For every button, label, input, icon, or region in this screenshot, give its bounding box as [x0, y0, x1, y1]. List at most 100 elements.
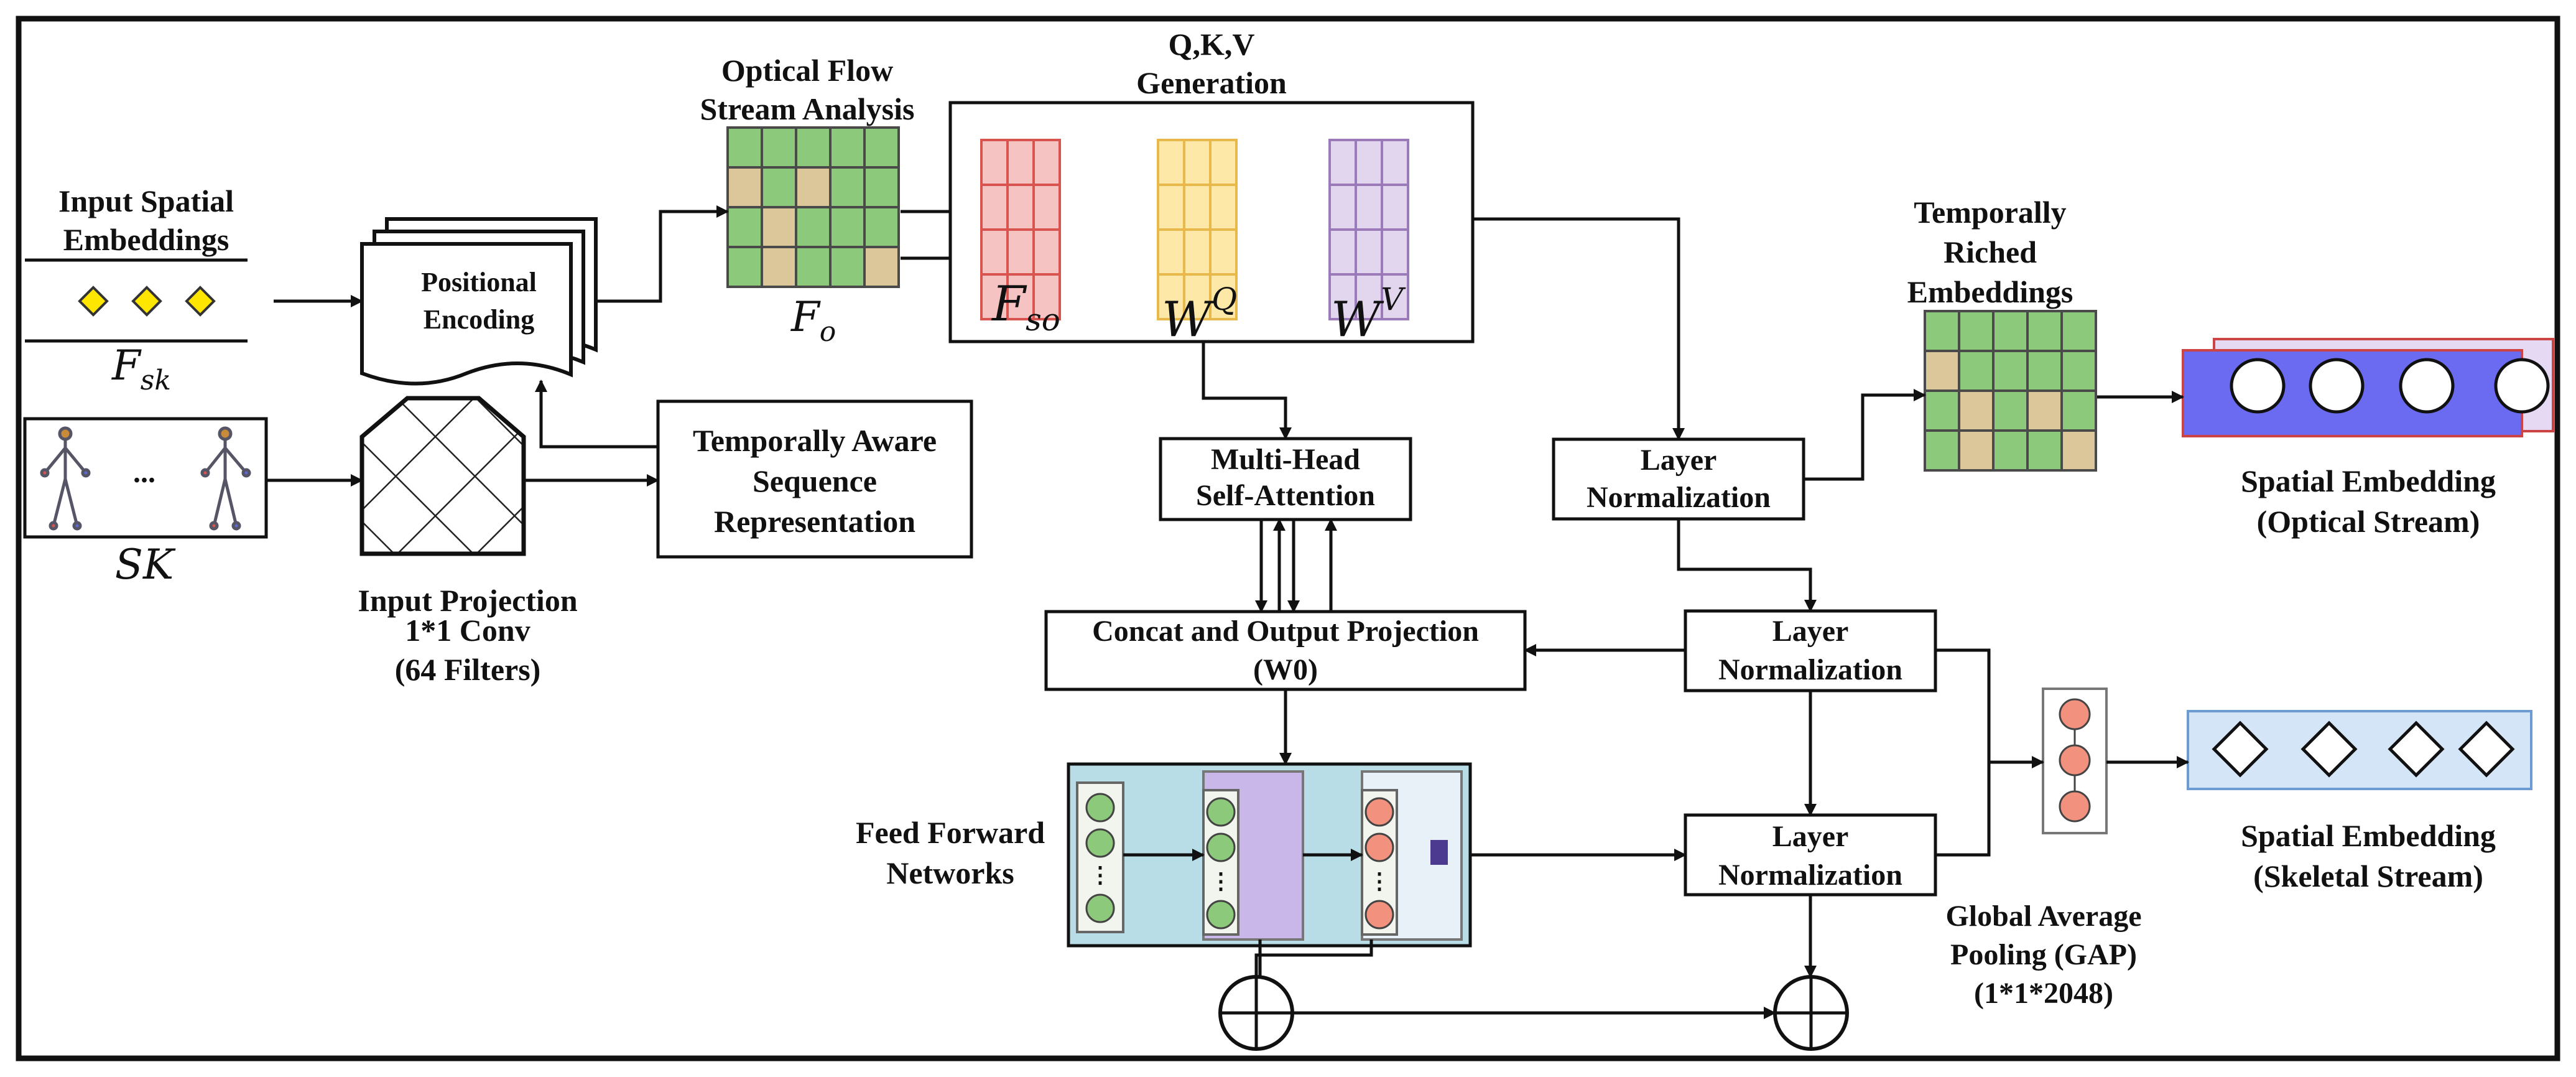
fo-cell	[795, 206, 832, 248]
fsk-symbol: Fsk	[111, 342, 171, 396]
gap-label-1: Global Average	[1945, 900, 2141, 933]
wv-cell	[1381, 228, 1409, 276]
riched-cell	[1992, 310, 2029, 352]
concat-block: Concat and Output Projection (W0)	[1044, 610, 1527, 691]
sk-symbol: SK	[115, 541, 176, 589]
input-spatial-embeddings: Input Spatial Embeddings Fsk	[25, 184, 248, 396]
riched-cell	[1924, 389, 1960, 432]
fo-cell	[829, 126, 866, 169]
riched-cell	[2026, 429, 2063, 472]
layer-norm-3: Layer Normalization	[1684, 813, 1937, 897]
skeleton-input: ... SK	[23, 417, 268, 589]
skeletal-diamond-3	[2388, 720, 2445, 778]
riched-cell	[2060, 350, 2097, 392]
wv-cell	[1381, 273, 1409, 320]
skeleton-figure-1	[40, 426, 91, 531]
sum-node-2	[1773, 975, 1849, 1051]
layer-norm-1-box	[1552, 437, 1805, 521]
fo-cell	[726, 206, 763, 248]
gap-block: Global Average Pooling (GAP) (1*1*2048)	[1945, 688, 2142, 1010]
fso-cell	[1032, 273, 1061, 320]
riched-cell	[2026, 389, 2063, 432]
optical-stream-output: Spatial Embedding (Optical Stream)	[2182, 338, 2554, 539]
skeletal-stream-output: Spatial Embedding (Skeletal Stream)	[2187, 710, 2532, 893]
fo-cell	[829, 246, 866, 288]
svg-text:⋮: ⋮	[1089, 862, 1111, 887]
fso-cell	[980, 228, 1009, 276]
fso-cell	[1006, 139, 1035, 186]
wq-cell	[1209, 139, 1238, 186]
fso-cell	[1006, 228, 1035, 276]
temporally-riched-grid	[1924, 310, 2097, 472]
riched-cell	[2026, 350, 2063, 392]
wq-cell	[1183, 273, 1212, 320]
temporally-riched-label-3: Embeddings	[1907, 274, 2073, 309]
wv-matrix	[1328, 139, 1409, 320]
embedding-diamond-3	[185, 286, 216, 317]
temporally-aware-label-2: Sequence	[753, 464, 877, 498]
wq-cell	[1209, 273, 1238, 320]
fo-cell	[863, 246, 900, 288]
fso-symbol: Fso	[991, 276, 1060, 338]
riched-cell	[1924, 310, 1960, 352]
wq-cell	[1157, 228, 1185, 276]
spatial-optical-label-2: (Optical Stream)	[2257, 504, 2480, 539]
gap-label-2: Pooling (GAP)	[1950, 938, 2137, 971]
wq-cell	[1183, 139, 1212, 186]
riched-cell	[1924, 429, 1960, 472]
optical-node-2	[2309, 358, 2365, 414]
wq-cell	[1157, 139, 1185, 186]
input-projection-block: Input Projection 1*1 Conv (64 Filters)	[358, 396, 578, 687]
riched-cell	[1992, 350, 2029, 392]
layer-norm-2-label-2: Normalization	[1718, 653, 1902, 686]
spatial-skeletal-label-1: Spatial Embedding	[2241, 818, 2496, 853]
optical-node-1	[2230, 358, 2286, 414]
temporally-riched-label-1: Temporally	[1914, 195, 2066, 230]
layer-norm-3-label-2: Normalization	[1718, 859, 1902, 892]
gap-label-3: (1*1*2048)	[1974, 977, 2113, 1010]
fo-cell	[761, 166, 797, 208]
riched-cell	[2060, 310, 2097, 352]
temporally-aware-box	[656, 399, 973, 559]
svg-text:⋮: ⋮	[1210, 869, 1232, 893]
wv-cell	[1355, 228, 1383, 276]
wv-cell	[1328, 228, 1357, 276]
wv-cell	[1355, 184, 1383, 231]
riched-cell	[1992, 389, 2029, 432]
layer-norm-2-label-1: Layer	[1772, 615, 1849, 648]
wq-cell	[1209, 228, 1238, 276]
riched-cell	[1958, 310, 1995, 352]
qkv-label-1: Q,K,V	[1169, 27, 1255, 62]
riched-cell	[1958, 350, 1995, 392]
positional-encoding: Positional Encoding	[360, 217, 598, 386]
fo-cell	[761, 246, 797, 288]
fo-cell	[726, 126, 763, 169]
positional-label-1: Positional	[421, 267, 537, 297]
wv-cell	[1328, 139, 1357, 186]
sum-node-1	[1218, 975, 1294, 1051]
riched-cell	[1958, 429, 1995, 472]
connectors	[266, 205, 2189, 1019]
wq-matrix	[1157, 139, 1238, 320]
fo-cell	[795, 246, 832, 288]
mhsa-block: Multi-Head Self-Attention	[1159, 437, 1412, 521]
temporally-aware-label-1: Temporally Aware	[693, 423, 937, 458]
optical-flow-block: Optical Flow Stream Analysis Fo	[700, 53, 915, 348]
riched-cell	[2060, 389, 2097, 432]
fo-cell	[795, 126, 832, 169]
wq-cell	[1157, 184, 1185, 231]
temporally-riched-label-2: Riched	[1944, 235, 2037, 269]
layer-norm-1-label-2: Normalization	[1587, 481, 1771, 514]
temporally-aware-block: Temporally Aware Sequence Representation	[656, 399, 973, 559]
input-projection-label-1: Input Projection	[358, 583, 577, 618]
fo-cell	[726, 166, 763, 208]
input-spatial-label-1: Input Spatial	[58, 184, 234, 218]
fso-cell	[1006, 273, 1035, 320]
fso-cell	[1032, 139, 1061, 186]
wq-cell	[1183, 184, 1212, 231]
wv-cell	[1328, 273, 1357, 320]
fso-cell	[980, 273, 1009, 320]
input-spatial-label-2: Embeddings	[63, 222, 229, 257]
fo-cell	[863, 206, 900, 248]
